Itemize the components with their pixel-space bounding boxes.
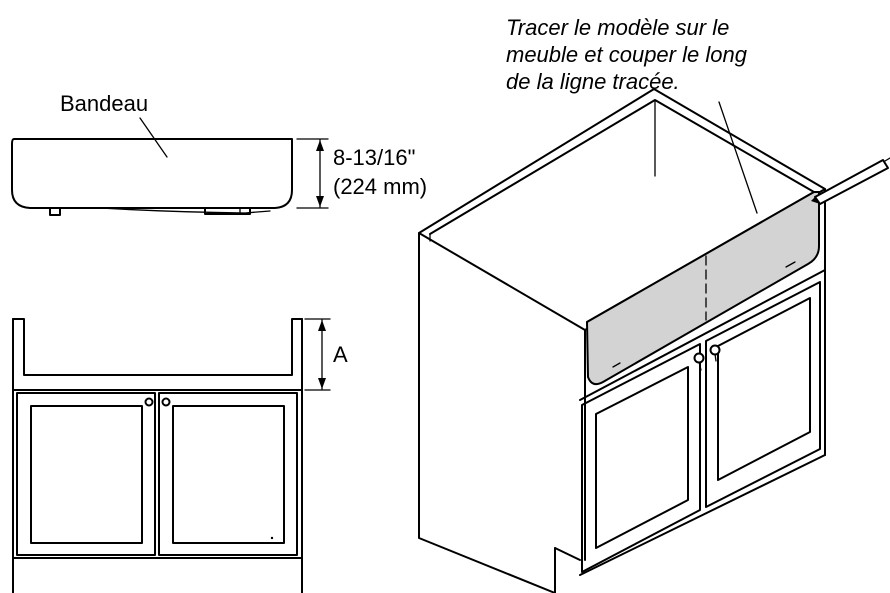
- dimension-a: [304, 318, 331, 391]
- cutting-template: [586, 191, 820, 386]
- knob-left: [144, 397, 154, 407]
- instruction-line-1: Tracer le modèle sur le: [506, 15, 729, 40]
- height-imperial-label: 8-13/16": [333, 145, 415, 170]
- instruction-leader: [718, 101, 758, 214]
- apron-label: Bandeau: [60, 91, 148, 116]
- apron-height-dimension: [296, 138, 329, 209]
- sink-apron-side-view: [11, 117, 293, 216]
- pencil-icon: [811, 157, 890, 205]
- cabinet-front-face: [579, 269, 826, 573]
- cabinet-front-view: [12, 318, 303, 593]
- iso-knob-left: [693, 352, 705, 364]
- height-metric-label: (224 mm): [333, 174, 427, 199]
- knob-right: [161, 397, 171, 407]
- dimension-a-label: A: [333, 342, 348, 367]
- instruction-line-3: de la ligne tracée.: [506, 69, 680, 94]
- iso-knob-right: [709, 344, 721, 356]
- instruction-line-2: meuble et couper le long: [506, 42, 748, 67]
